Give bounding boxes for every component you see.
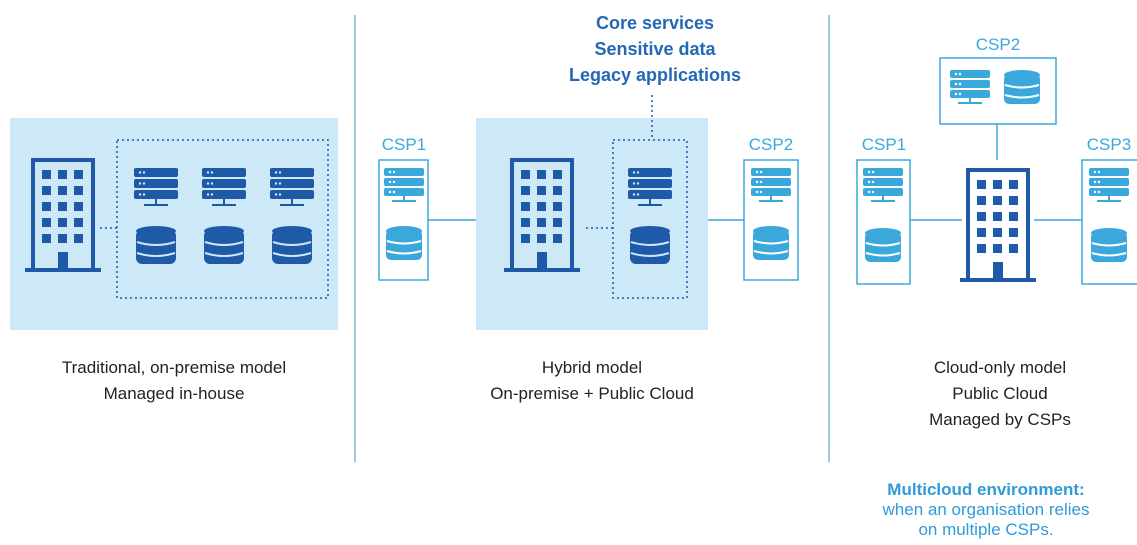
csp-database-icon (385, 225, 423, 261)
csp-database-icon (752, 225, 790, 261)
database-icon (135, 225, 177, 265)
traditional-panel (10, 118, 338, 330)
note-core-services: Core services (595, 13, 715, 33)
database-icon (629, 225, 671, 265)
hybrid-csp1-label: CSP1 (381, 135, 427, 154)
database-icon (271, 225, 313, 265)
traditional-caption: Traditional, on-premise model Managed in… (24, 355, 324, 407)
hybrid-csp2-label: CSP2 (748, 135, 794, 154)
hybrid-panel (378, 95, 799, 330)
hybrid-caption: Hybrid model On-premise + Public Cloud (442, 355, 742, 407)
cloud-csp3-label: CSP3 (1086, 135, 1132, 154)
multicloud-note-title: Multicloud environment: (887, 480, 1085, 499)
multicloud-note: Multicloud environment: when an organisa… (845, 480, 1127, 540)
company-building-icon (958, 168, 1038, 282)
multicloud-note-line1: when an organisation relies (882, 500, 1090, 519)
cloud-caption-line1: Cloud-only model (933, 358, 1067, 377)
csp-database-icon (1003, 69, 1041, 105)
multicloud-note-line2: on multiple CSPs. (918, 520, 1054, 539)
traditional-caption-line1: Traditional, on-premise model (61, 358, 287, 377)
note-sensitive-data: Sensitive data (594, 39, 716, 59)
hybrid-caption-line1: Hybrid model (541, 358, 643, 377)
cloud-caption-line2: Public Cloud (952, 384, 1048, 403)
cloud-csp1-label: CSP1 (861, 135, 907, 154)
hybrid-caption-line2: On-premise + Public Cloud (490, 384, 694, 403)
cloud-caption: Cloud-only model Public Cloud Managed by… (875, 355, 1125, 433)
traditional-caption-line2: Managed in-house (103, 384, 245, 403)
csp-database-icon (864, 227, 902, 263)
note-legacy-applications: Legacy applications (568, 65, 742, 85)
cloud-caption-line3: Managed by CSPs (929, 410, 1071, 429)
database-icon (203, 225, 245, 265)
csp-database-icon (1090, 227, 1128, 263)
hybrid-top-note: Core services Sensitive data Legacy appl… (540, 10, 770, 88)
cloud-csp2-label: CSP2 (975, 35, 1021, 54)
cloud-only-panel (856, 57, 1137, 285)
